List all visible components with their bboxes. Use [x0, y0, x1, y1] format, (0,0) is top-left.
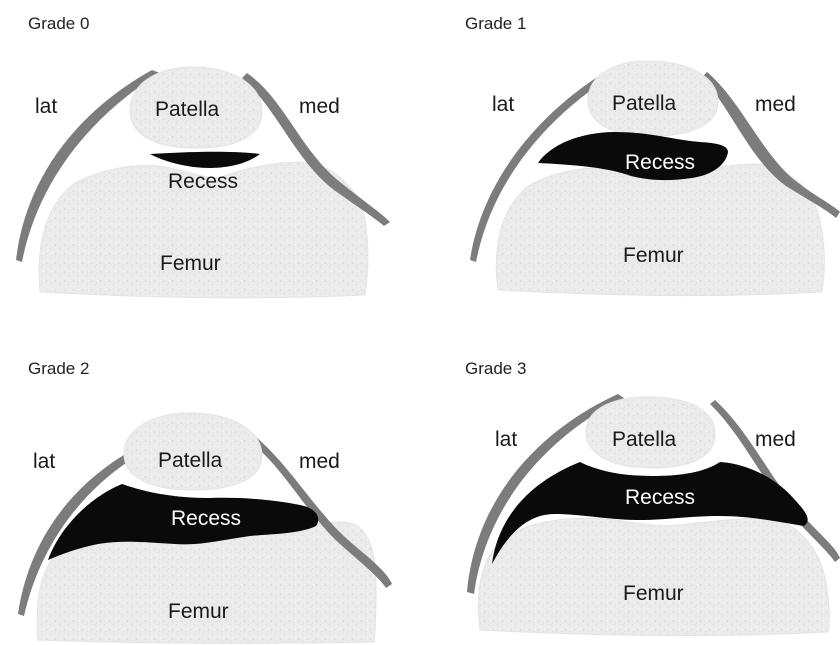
recess-label: Recess — [625, 151, 695, 174]
femur-label: Femur — [168, 600, 229, 623]
med-label: med — [299, 95, 340, 118]
med-label: med — [299, 450, 340, 473]
femur-label: Femur — [623, 244, 684, 267]
recess-shape — [150, 152, 260, 168]
med-label: med — [755, 93, 796, 116]
lat-label: lat — [33, 450, 55, 473]
grade-title: Grade 0 — [28, 14, 89, 33]
panel-grade-0: Grade 0 lat med Patella Recess Femur — [0, 0, 420, 322]
lat-label: lat — [492, 93, 514, 116]
femur-label: Femur — [160, 252, 221, 275]
grade-title: Grade 1 — [465, 14, 526, 33]
lat-label: lat — [495, 428, 517, 451]
grade-title: Grade 3 — [465, 359, 526, 378]
recess-label: Recess — [625, 486, 695, 509]
grade-title: Grade 2 — [28, 359, 89, 378]
panel-grade-1: Grade 1 lat med Patella Recess Femur — [420, 0, 840, 322]
femur-label: Femur — [623, 582, 684, 605]
femur-shape — [478, 518, 829, 636]
med-label: med — [755, 428, 796, 451]
lat-label: lat — [35, 95, 57, 118]
femur-shape — [496, 164, 824, 296]
patella-label: Patella — [612, 428, 677, 451]
patella-label: Patella — [612, 92, 677, 115]
patella-label: Patella — [158, 449, 223, 472]
recess-label: Recess — [171, 507, 241, 530]
recess-label: Recess — [168, 170, 238, 193]
panel-grade-3: Grade 3 lat med Patella Recess Femur — [420, 322, 840, 644]
panel-grade-2: Grade 2 lat med Patella Recess Femur — [0, 322, 420, 644]
patella-label: Patella — [155, 98, 220, 121]
